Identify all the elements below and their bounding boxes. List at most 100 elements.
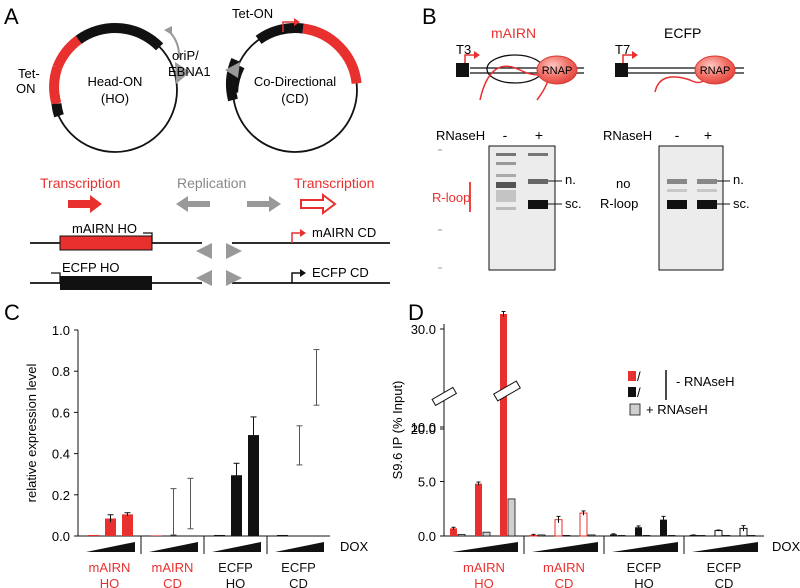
d-bar-minus-rnaseh xyxy=(660,519,667,536)
tet-on-left-1: Tet- xyxy=(18,66,40,81)
d-bar-minus-rnaseh xyxy=(635,527,642,536)
mairn-ho-label: mAIRN HO xyxy=(72,221,137,236)
sc-label-right: sc. xyxy=(733,196,750,211)
c-y-tick-label: 1.0 xyxy=(52,323,70,338)
tet-on-left-2: ON xyxy=(16,81,36,96)
nicked-label-left: n. xyxy=(565,172,576,187)
d-legend-gray-swatch xyxy=(629,403,641,416)
cd-replication-arrow xyxy=(225,62,240,78)
nicked-label-right: n. xyxy=(733,172,744,187)
d-legend-black-swatch xyxy=(628,387,636,397)
d-y-tick-label: 10.0 xyxy=(411,420,436,435)
c-dox-label: DOX xyxy=(340,539,369,554)
sc-label-left: sc. xyxy=(565,196,582,211)
d-dox-wedge xyxy=(532,542,598,552)
c-group-label: HO xyxy=(226,576,246,588)
t3-label: T3 xyxy=(456,42,471,57)
d-bar-break xyxy=(493,380,521,402)
mairn-title: mAIRN xyxy=(491,25,536,41)
d-y-tick-label: 30.0 xyxy=(411,322,436,337)
d-bar-minus-rnaseh xyxy=(714,530,723,537)
panel-a-letter: A xyxy=(4,4,19,29)
d-y-tick-label: 20.0 xyxy=(411,422,436,437)
ecfp-title: ECFP xyxy=(664,25,701,41)
ori-triangle-2 xyxy=(226,243,242,259)
c-bar xyxy=(105,518,116,536)
d-legend-slash: / xyxy=(637,369,641,384)
panel-c-letter: C xyxy=(4,300,20,325)
ecfp-cd-label: ECFP CD xyxy=(312,265,369,280)
ho-plasmid-label-2: (HO) xyxy=(101,91,129,106)
orip-label-2: EBNA1 xyxy=(168,64,211,79)
d-bar-minus-rnaseh xyxy=(500,314,507,536)
ecfp-schematic xyxy=(615,51,744,93)
d-legend-plus-rnaseh: + RNAseH xyxy=(646,402,708,417)
chart-d: 0.05.010.020.030.0S9.6 IP (% Input)mAIRN… xyxy=(390,311,800,588)
d-y-tick-label: 0.0 xyxy=(418,529,436,544)
c-group-label: mAIRN xyxy=(89,560,131,575)
gel-mairn xyxy=(488,145,556,271)
d-group-label: CD xyxy=(555,576,574,588)
d-dox-wedge xyxy=(612,542,678,552)
ori-triangle-1 xyxy=(196,243,212,259)
c-group-label: ECFP xyxy=(281,560,316,575)
c-y-tick-label: 0.2 xyxy=(52,488,70,503)
minus-left: - xyxy=(503,127,508,143)
panel-d-letter: D xyxy=(408,300,424,325)
c-bar xyxy=(214,534,225,536)
plus-right: + xyxy=(704,127,712,143)
tet-on-right: Tet-ON xyxy=(232,6,273,21)
rloop-label: R-loop xyxy=(432,190,470,205)
d-legend-red-swatch xyxy=(628,371,636,381)
d-legend-slash: / xyxy=(637,385,641,400)
replication-arrow-left xyxy=(176,196,210,212)
d-dox-wedge xyxy=(692,542,758,552)
ecfp-ho-label: ECFP HO xyxy=(62,260,120,275)
d-group-label: HO xyxy=(474,576,494,588)
replication-arrow-right xyxy=(247,196,281,212)
c-bar xyxy=(248,435,259,536)
c-y-tick-label: 0.4 xyxy=(52,447,70,462)
ori-triangle-3 xyxy=(196,270,212,286)
d-bar-plus-rnaseh xyxy=(482,531,491,537)
d-group-label: CD xyxy=(715,576,734,588)
cd-plasmid-label-1: Co-Directional xyxy=(254,74,336,89)
c-bar xyxy=(88,534,99,536)
d-axis-break xyxy=(431,386,458,407)
d-bar-plus-rnaseh xyxy=(722,535,731,537)
c-y-tick-label: 0.8 xyxy=(52,364,70,379)
d-bar-plus-rnaseh xyxy=(587,534,596,537)
d-bar-plus-rnaseh xyxy=(537,534,546,537)
d-bar-plus-rnaseh xyxy=(457,533,466,537)
ho-replication-arrow xyxy=(175,62,190,84)
d-bar-plus-rnaseh xyxy=(697,535,706,537)
d-group-label: mAIRN xyxy=(543,560,585,575)
d-bar-minus-rnaseh xyxy=(450,528,457,536)
rnaseh-label-left: RNaseH xyxy=(436,128,485,143)
d-bar-minus-rnaseh xyxy=(579,512,588,537)
d-bar-plus-rnaseh xyxy=(667,535,676,537)
replication-label: Replication xyxy=(177,175,246,191)
c-dox-wedge xyxy=(86,542,135,552)
transcription-right-label: Transcription xyxy=(294,175,374,191)
d-bar-minus-rnaseh xyxy=(475,483,482,536)
ho-plasmid xyxy=(49,22,190,153)
transcription-arrow-cd xyxy=(300,193,337,215)
d-legend-minus-rnaseh: - RNAseH xyxy=(676,374,735,389)
no-rloop-2: R-loop xyxy=(600,196,638,211)
construct-mairn-ho xyxy=(30,232,202,251)
construct-ecfp-cd xyxy=(232,269,390,284)
rnaseh-label-right: RNaseH xyxy=(603,128,652,143)
d-bar-plus-rnaseh xyxy=(617,535,626,537)
no-rloop-1: no xyxy=(616,176,630,191)
c-y-tick-label: 0.0 xyxy=(52,529,70,544)
c-bar xyxy=(122,514,133,536)
c-bar xyxy=(231,475,242,536)
d-group-label: mAIRN xyxy=(463,560,505,575)
cd-plasmid-label-2: (CD) xyxy=(281,91,308,106)
rnap-label-mairn: RNAP xyxy=(542,65,573,77)
plus-left: + xyxy=(535,127,543,143)
panel-b-letter: B xyxy=(422,4,437,29)
d-y-axis-label: S9.6 IP (% Input) xyxy=(390,381,405,480)
mairn-schematic xyxy=(456,51,584,101)
